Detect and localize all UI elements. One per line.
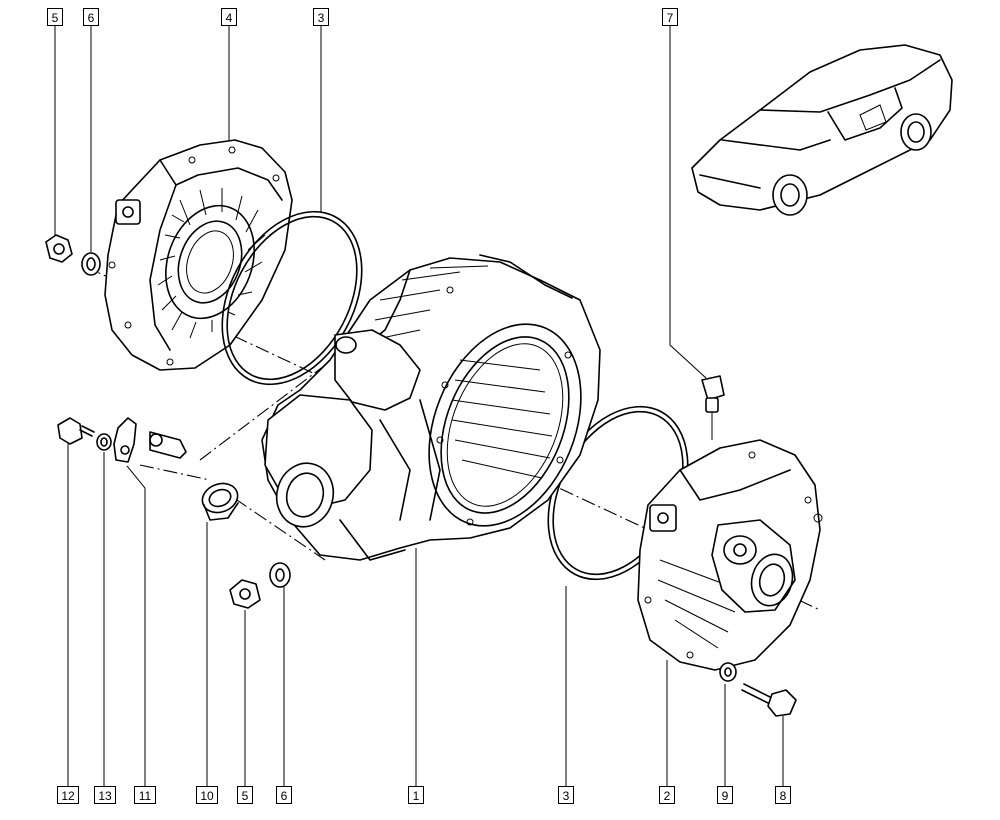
callout-11-bottom: 11 (134, 786, 156, 804)
callout-8-bottom: 8 (775, 786, 791, 804)
part-5-bolt-top (45, 234, 73, 263)
part-10-seal (201, 482, 239, 521)
leader-lines (54, 26, 784, 786)
part-2-rear-cover (637, 439, 823, 671)
callout-3-bottom: 3 (558, 786, 574, 804)
callout-6-top: 6 (83, 8, 99, 26)
part-12-bolt (57, 417, 95, 445)
callout-7-top: 7 (662, 8, 678, 26)
callout-9-bottom: 9 (717, 786, 733, 804)
vehicle-thumbnail (691, 44, 953, 216)
callout-10-bottom: 10 (196, 786, 218, 804)
part-sensor-plug (149, 431, 187, 459)
callout-2-bottom: 2 (659, 786, 675, 804)
part-6-washer-bottom (269, 562, 291, 588)
callout-13-bottom: 13 (94, 786, 116, 804)
part-1-main-housing (261, 254, 601, 561)
callout-1-bottom: 1 (408, 786, 424, 804)
callout-6-bottom: 6 (276, 786, 292, 804)
callout-12-bottom: 12 (57, 786, 79, 804)
part-3-o-ring-left (221, 210, 363, 386)
callout-4-top: 4 (221, 8, 237, 26)
part-11-clip (113, 417, 137, 463)
callout-3-top: 3 (313, 8, 329, 26)
callout-5-top: 5 (47, 8, 63, 26)
callout-5-bottom: 5 (237, 786, 253, 804)
part-6-washer-top (81, 252, 101, 276)
part-8-bolt (741, 683, 797, 717)
part-5-bolt-bottom (229, 579, 261, 609)
part-7-sensor (701, 375, 725, 440)
part-4-front-cover (104, 139, 293, 371)
part-13-washer (96, 433, 112, 451)
part-9-washer (719, 662, 737, 682)
